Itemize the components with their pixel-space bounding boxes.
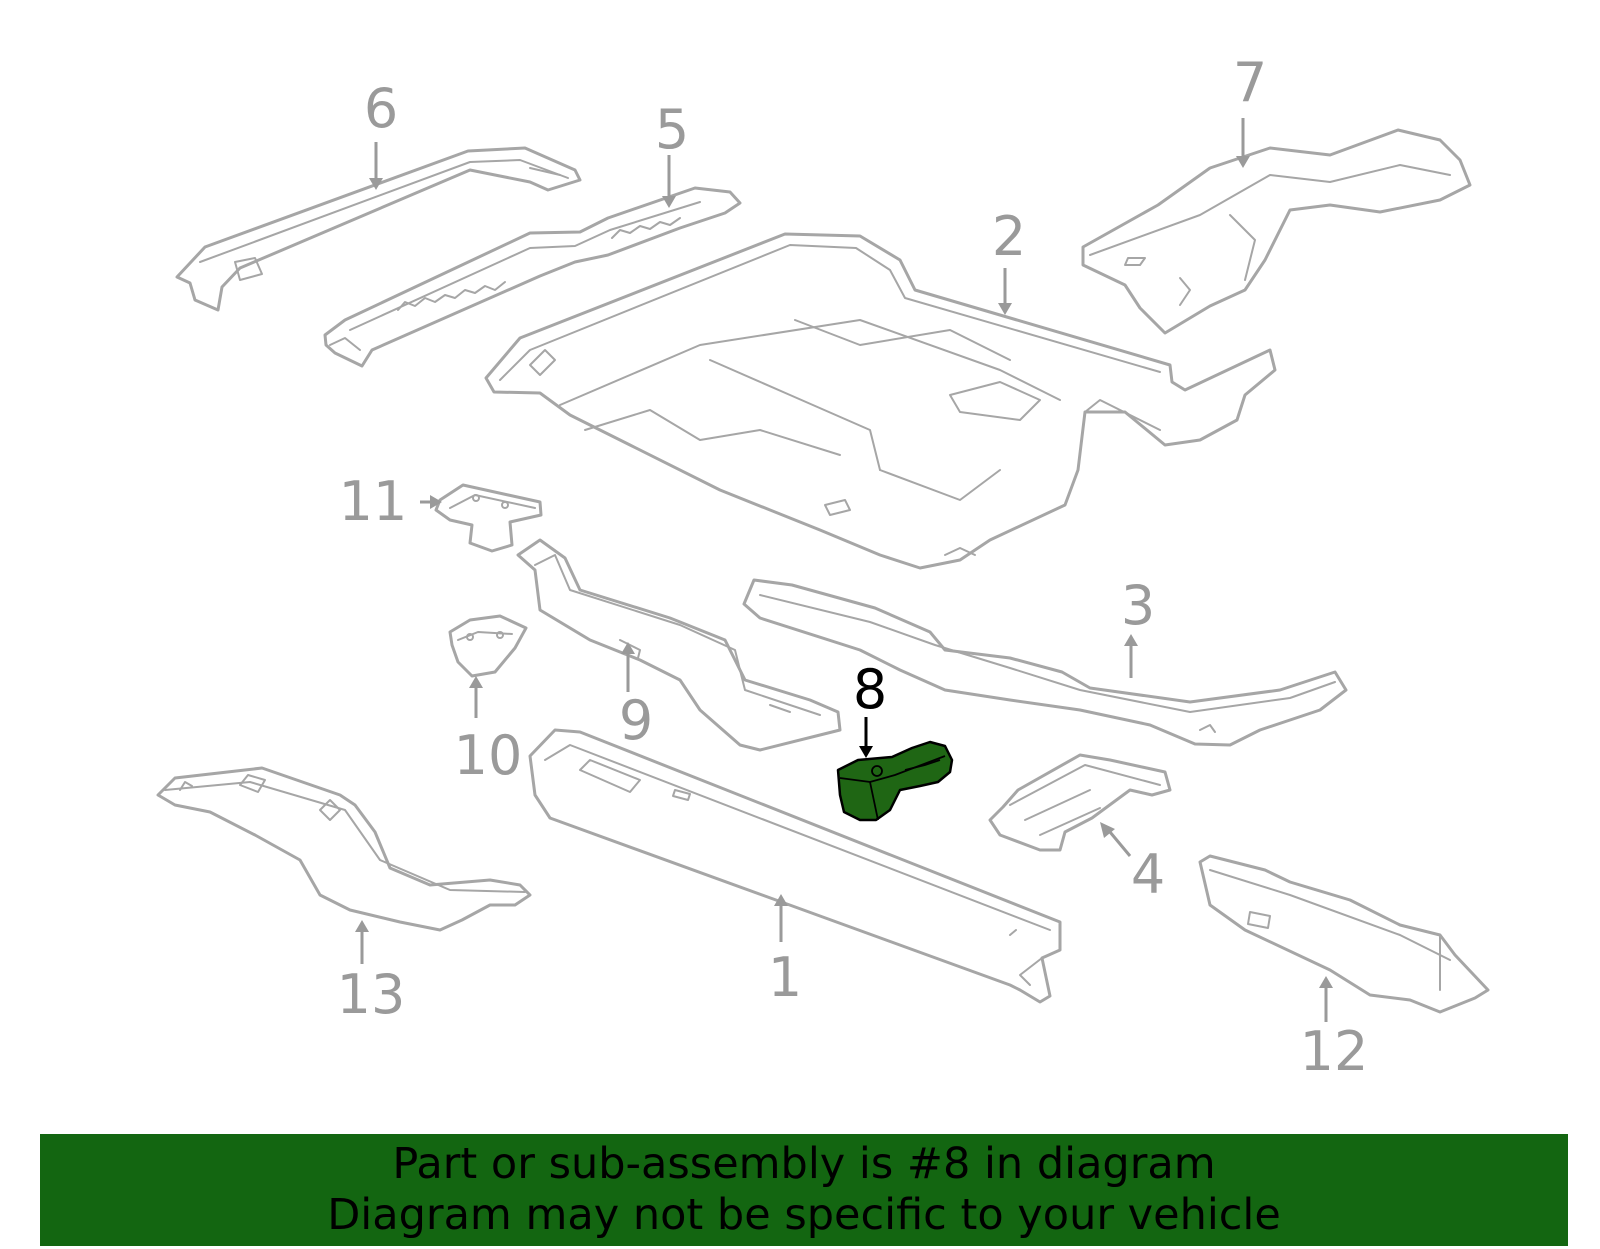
callout-8[interactable]: 8 xyxy=(853,658,887,721)
part-5-rail[interactable] xyxy=(323,186,742,368)
part-12-rail[interactable] xyxy=(1198,854,1490,1014)
callout-arrows xyxy=(355,118,1333,1022)
callout-3[interactable]: 3 xyxy=(1121,574,1155,637)
banner-line-1: Part or sub-assembly is #8 in diagram xyxy=(392,1139,1216,1189)
part-9-rail[interactable] xyxy=(516,538,842,752)
part-1-rocker[interactable] xyxy=(528,728,1062,1004)
callout-13[interactable]: 13 xyxy=(337,963,406,1026)
info-banner: Part or sub-assembly is #8 in diagram Di… xyxy=(40,1134,1568,1246)
callout-12[interactable]: 12 xyxy=(1300,1020,1369,1083)
callout-4[interactable]: 4 xyxy=(1131,843,1165,906)
callout-2[interactable]: 2 xyxy=(992,205,1026,268)
callout-11[interactable]: 11 xyxy=(339,470,408,533)
part-3-rail[interactable] xyxy=(742,578,1348,747)
part-7-crossmember[interactable] xyxy=(1081,128,1472,335)
part-2-floor-pan[interactable] xyxy=(484,232,1277,570)
callout-5[interactable]: 5 xyxy=(655,98,689,161)
part-6-rail[interactable] xyxy=(175,146,582,312)
callout-7[interactable]: 7 xyxy=(1233,51,1267,114)
callout-1[interactable]: 1 xyxy=(768,946,802,1009)
part-11-bracket[interactable] xyxy=(434,483,543,553)
callout-9[interactable]: 9 xyxy=(619,689,653,752)
part-10-bracket[interactable] xyxy=(448,614,528,678)
callout-6[interactable]: 6 xyxy=(364,77,398,140)
callout-labels: 6 5 7 2 11 3 9 10 8 4 1 13 12 xyxy=(337,51,1369,1083)
part-8-bracket[interactable] xyxy=(836,740,954,822)
arrow-4 xyxy=(1108,831,1132,857)
callout-10[interactable]: 10 xyxy=(454,724,523,787)
part-4-bracket[interactable] xyxy=(988,753,1172,852)
banner-line-2: Diagram may not be specific to your vehi… xyxy=(327,1190,1281,1240)
part-13-crossmember[interactable] xyxy=(156,766,532,932)
